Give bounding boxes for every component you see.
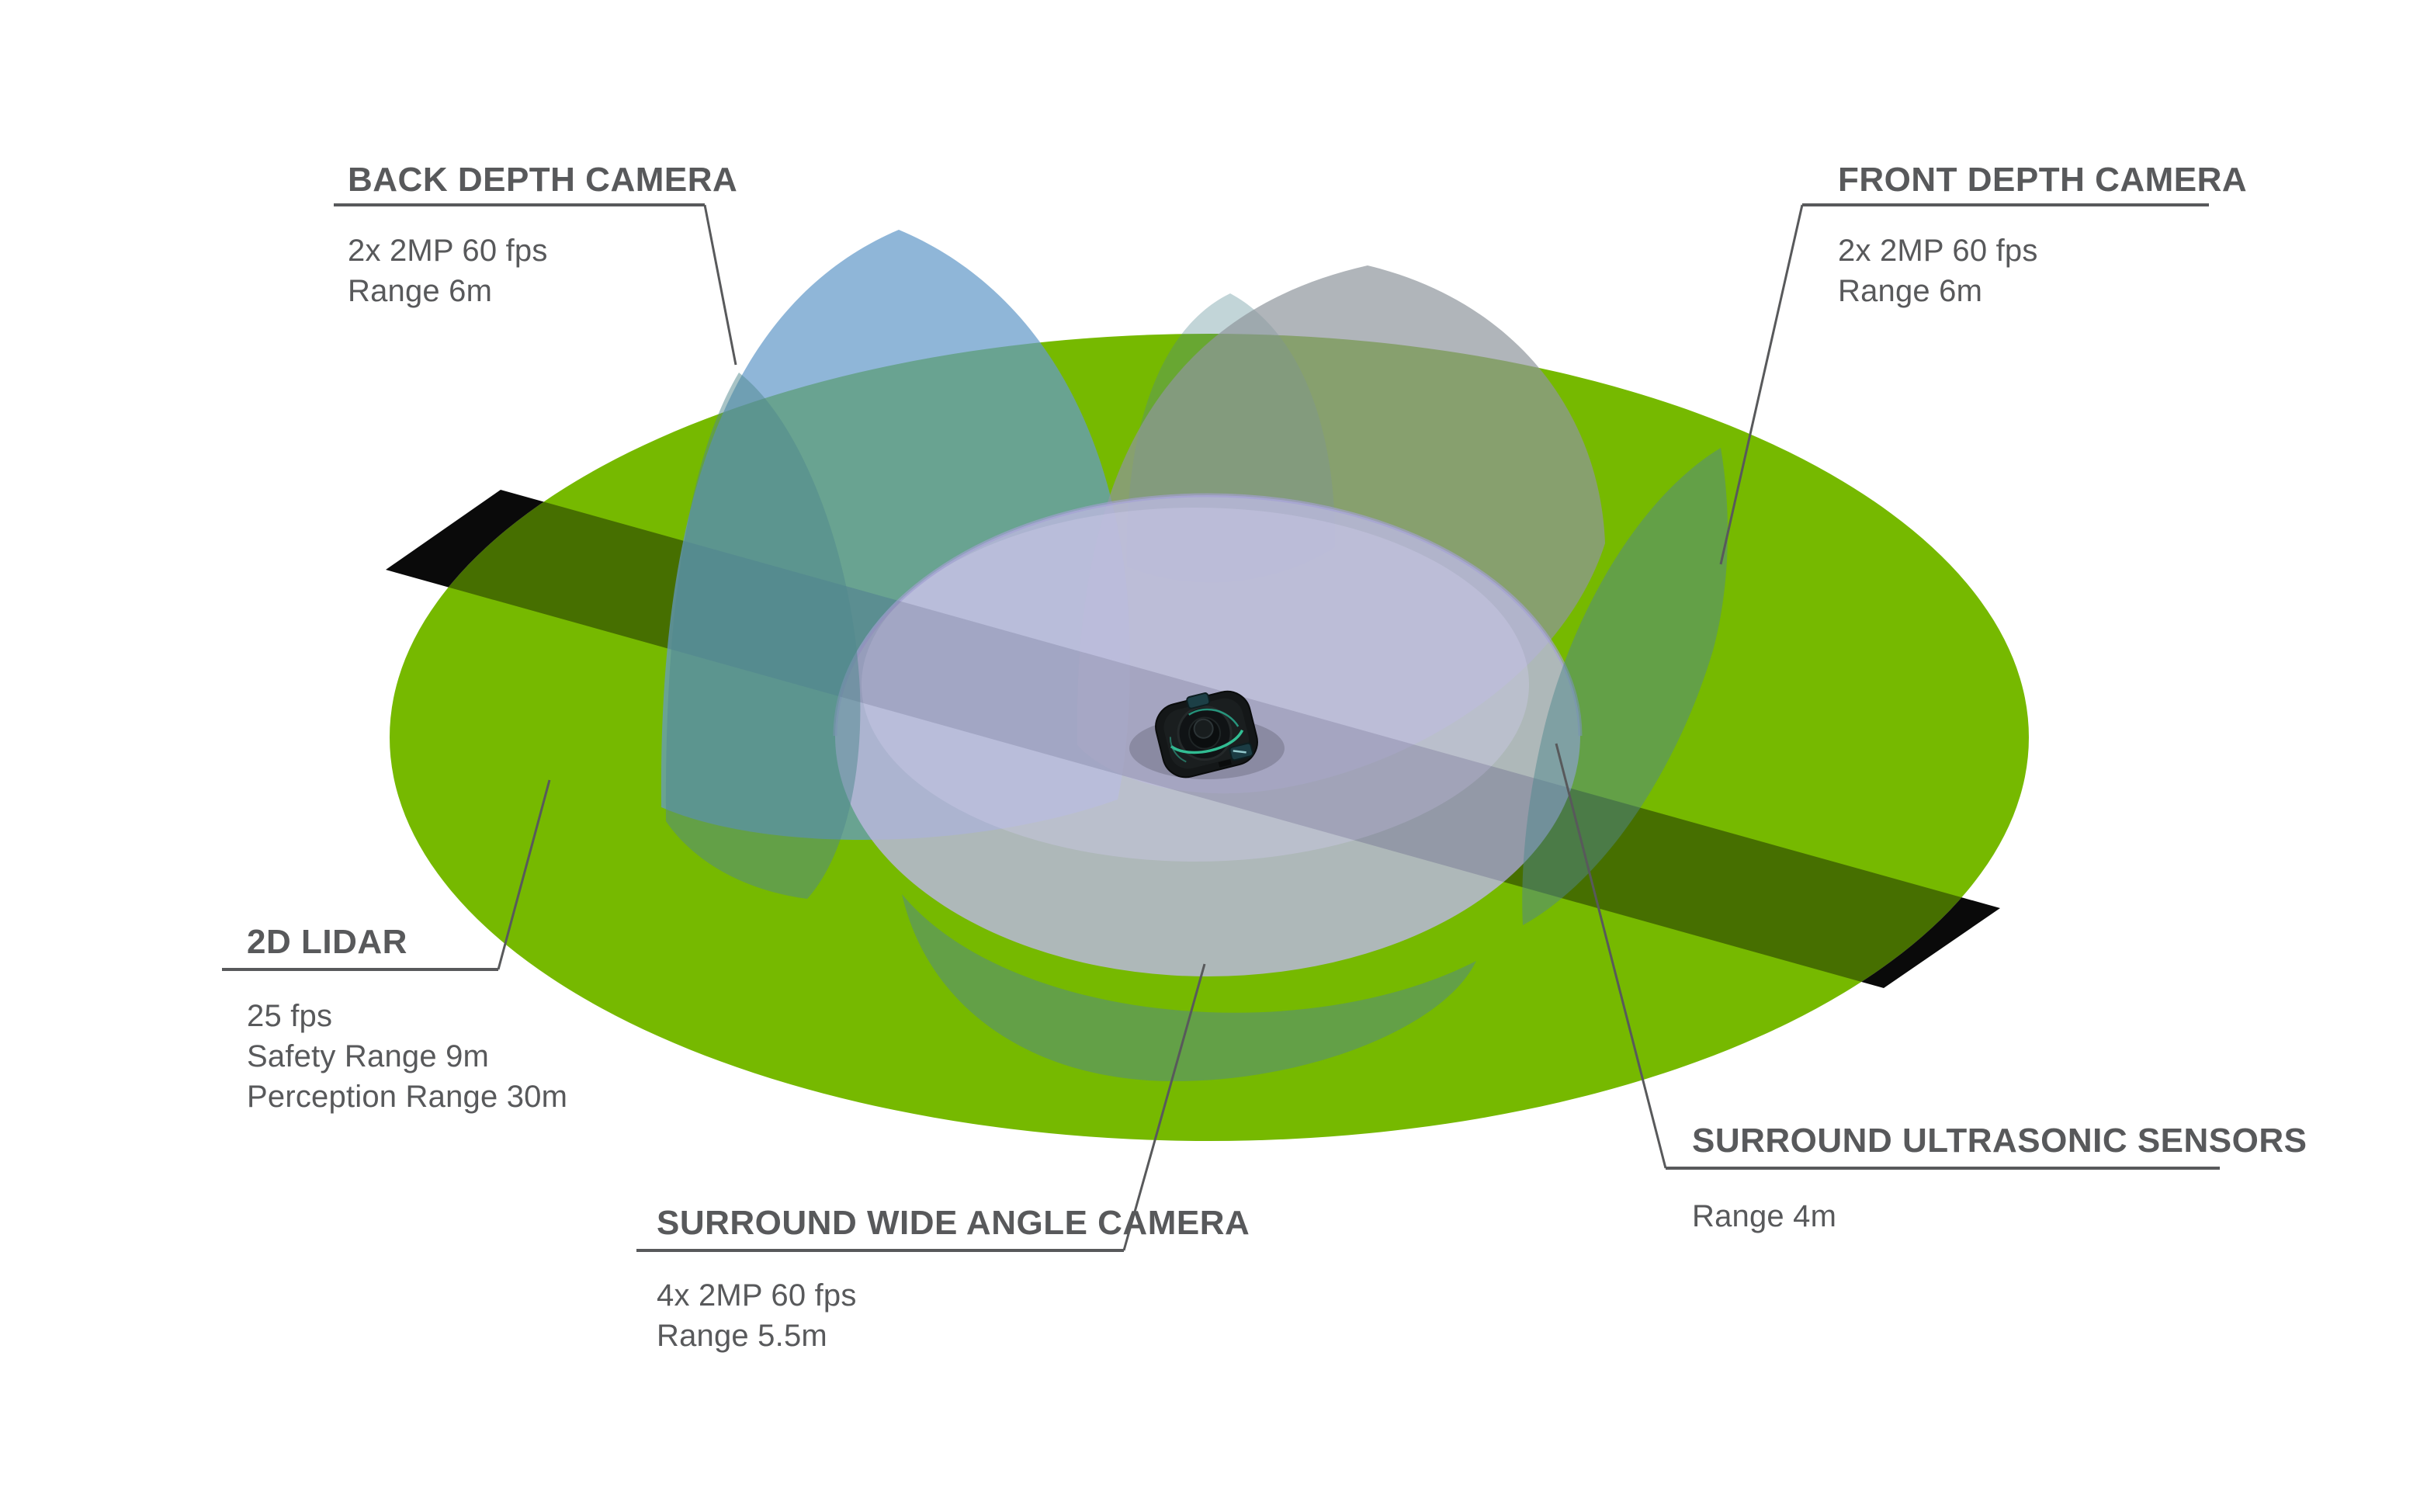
callout-title: 2D LIDAR bbox=[247, 923, 407, 961]
robot-glow-cable-side bbox=[1169, 737, 1187, 763]
callout-spec: Safety Range 9m bbox=[247, 1039, 489, 1073]
callout-spec: Range 6m bbox=[1838, 274, 1982, 308]
callout-spec: Range 5.5m bbox=[657, 1319, 827, 1353]
wide-angle-fov-front bbox=[902, 894, 1476, 1081]
callout-back-depth-camera: BACK DEPTH CAMERA 2x 2MP 60 fps Range 6m bbox=[334, 161, 737, 366]
callout-title: BACK DEPTH CAMERA bbox=[348, 161, 737, 199]
callout-leader-line bbox=[497, 779, 551, 970]
callout-title: SURROUND ULTRASONIC SENSORS bbox=[1692, 1122, 2307, 1160]
callout-spec: 2x 2MP 60 fps bbox=[348, 234, 548, 268]
wide-angle-fov-right bbox=[1522, 448, 1728, 925]
callout-leader-line bbox=[703, 204, 737, 366]
callout-spec: Perception Range 30m bbox=[247, 1080, 567, 1114]
callout-spec: 2x 2MP 60 fps bbox=[1838, 234, 2038, 268]
robot-glow-cable-front bbox=[1170, 729, 1244, 754]
robot-lidar-puck bbox=[1193, 718, 1214, 739]
callout-leader-line bbox=[1122, 963, 1206, 1251]
callout-title: FRONT DEPTH CAMERA bbox=[1838, 161, 2247, 199]
robot-notch bbox=[1218, 759, 1232, 768]
callout-2d-lidar: 2D LIDAR 25 fps Safety Range 9m Percepti… bbox=[222, 779, 567, 1114]
callout-title: SURROUND WIDE ANGLE CAMERA bbox=[657, 1204, 1250, 1242]
callout-front-depth-camera: FRONT DEPTH CAMERA 2x 2MP 60 fps Range 6… bbox=[1719, 161, 2247, 565]
callout-spec: 4x 2MP 60 fps bbox=[657, 1278, 857, 1313]
callout-spec: Range 6m bbox=[348, 274, 492, 308]
callout-spec: 25 fps bbox=[247, 999, 332, 1033]
ultrasonic-dome-rim bbox=[833, 493, 1583, 737]
wide-angle-fov-left bbox=[665, 373, 861, 899]
callout-spec: Range 4m bbox=[1692, 1199, 1836, 1233]
ultrasonic-dome-highlight bbox=[862, 508, 1529, 862]
callout-leader-line bbox=[1719, 204, 1804, 565]
robot-depth-module-back bbox=[1186, 692, 1211, 709]
callout-surround-ultrasonic-sensors: SURROUND ULTRASONIC SENSORS Range 4m bbox=[1555, 743, 2307, 1233]
robot bbox=[1129, 690, 1285, 779]
callout-leader-line bbox=[1555, 743, 1667, 1169]
robot-module-glint bbox=[1233, 750, 1246, 754]
robot-glow-cable-back bbox=[1188, 708, 1240, 727]
callout-surround-wide-angle-camera: SURROUND WIDE ANGLE CAMERA 4x 2MP 60 fps… bbox=[636, 963, 1250, 1353]
